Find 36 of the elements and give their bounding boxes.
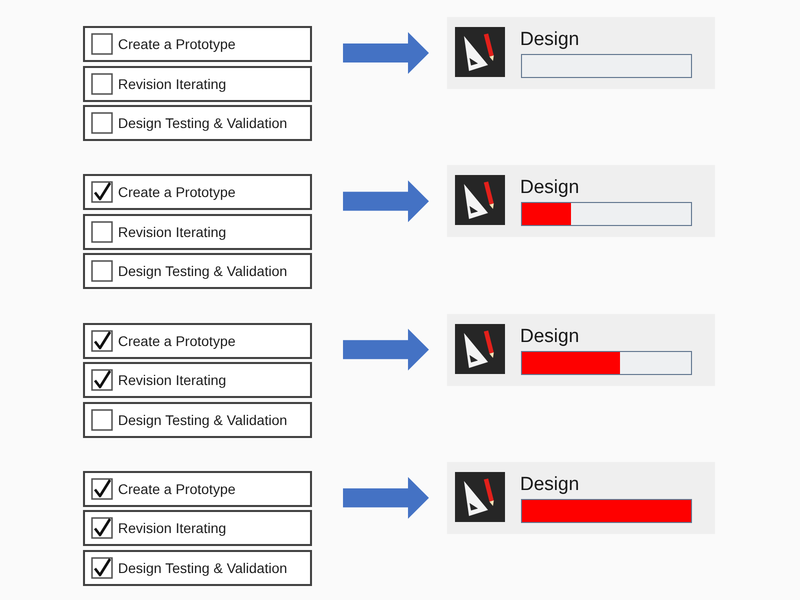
checklist-item bbox=[83, 26, 312, 62]
checklist-item bbox=[83, 510, 312, 546]
item-label: Design Testing & Validation bbox=[118, 263, 288, 280]
checklist-item bbox=[83, 214, 312, 250]
block-arrow bbox=[343, 477, 429, 519]
checklist-item bbox=[83, 402, 312, 438]
panel-title: Design bbox=[520, 474, 580, 496]
block-arrow bbox=[343, 328, 429, 370]
item-label: Create a Prototype bbox=[118, 480, 236, 497]
item-label: Revision Iterating bbox=[118, 372, 226, 388]
checklist-item bbox=[83, 253, 312, 290]
checklist-item bbox=[83, 174, 312, 210]
item-label: Create a Prototype bbox=[118, 36, 236, 52]
checklist-item bbox=[83, 66, 312, 102]
item-label: Design Testing & Validation bbox=[118, 412, 288, 428]
item-label: Design Testing & Validation bbox=[118, 560, 288, 576]
progress-panel bbox=[447, 462, 715, 534]
item-label: Revision Iterating bbox=[118, 520, 226, 536]
checklist-item bbox=[83, 470, 312, 507]
item-label: Create a Prototype bbox=[118, 184, 236, 200]
panel-title: Design bbox=[520, 177, 580, 200]
item-label: Revision Iterating bbox=[118, 76, 226, 92]
block-arrow bbox=[343, 180, 429, 222]
item-label: Create a Prototype bbox=[118, 332, 236, 349]
progress-panel bbox=[447, 165, 715, 238]
checklist-item bbox=[83, 322, 312, 359]
item-label: Design Testing & Validation bbox=[118, 115, 288, 131]
panel-title: Design bbox=[520, 29, 580, 51]
progress-panel bbox=[447, 17, 715, 89]
checklist-item bbox=[83, 105, 312, 141]
item-label: Revision Iterating bbox=[118, 224, 226, 240]
progress-panel bbox=[447, 314, 715, 386]
checklist-item bbox=[83, 550, 312, 586]
block-arrow bbox=[343, 32, 429, 74]
panel-title: Design bbox=[520, 326, 580, 348]
checklist-item bbox=[83, 362, 312, 398]
